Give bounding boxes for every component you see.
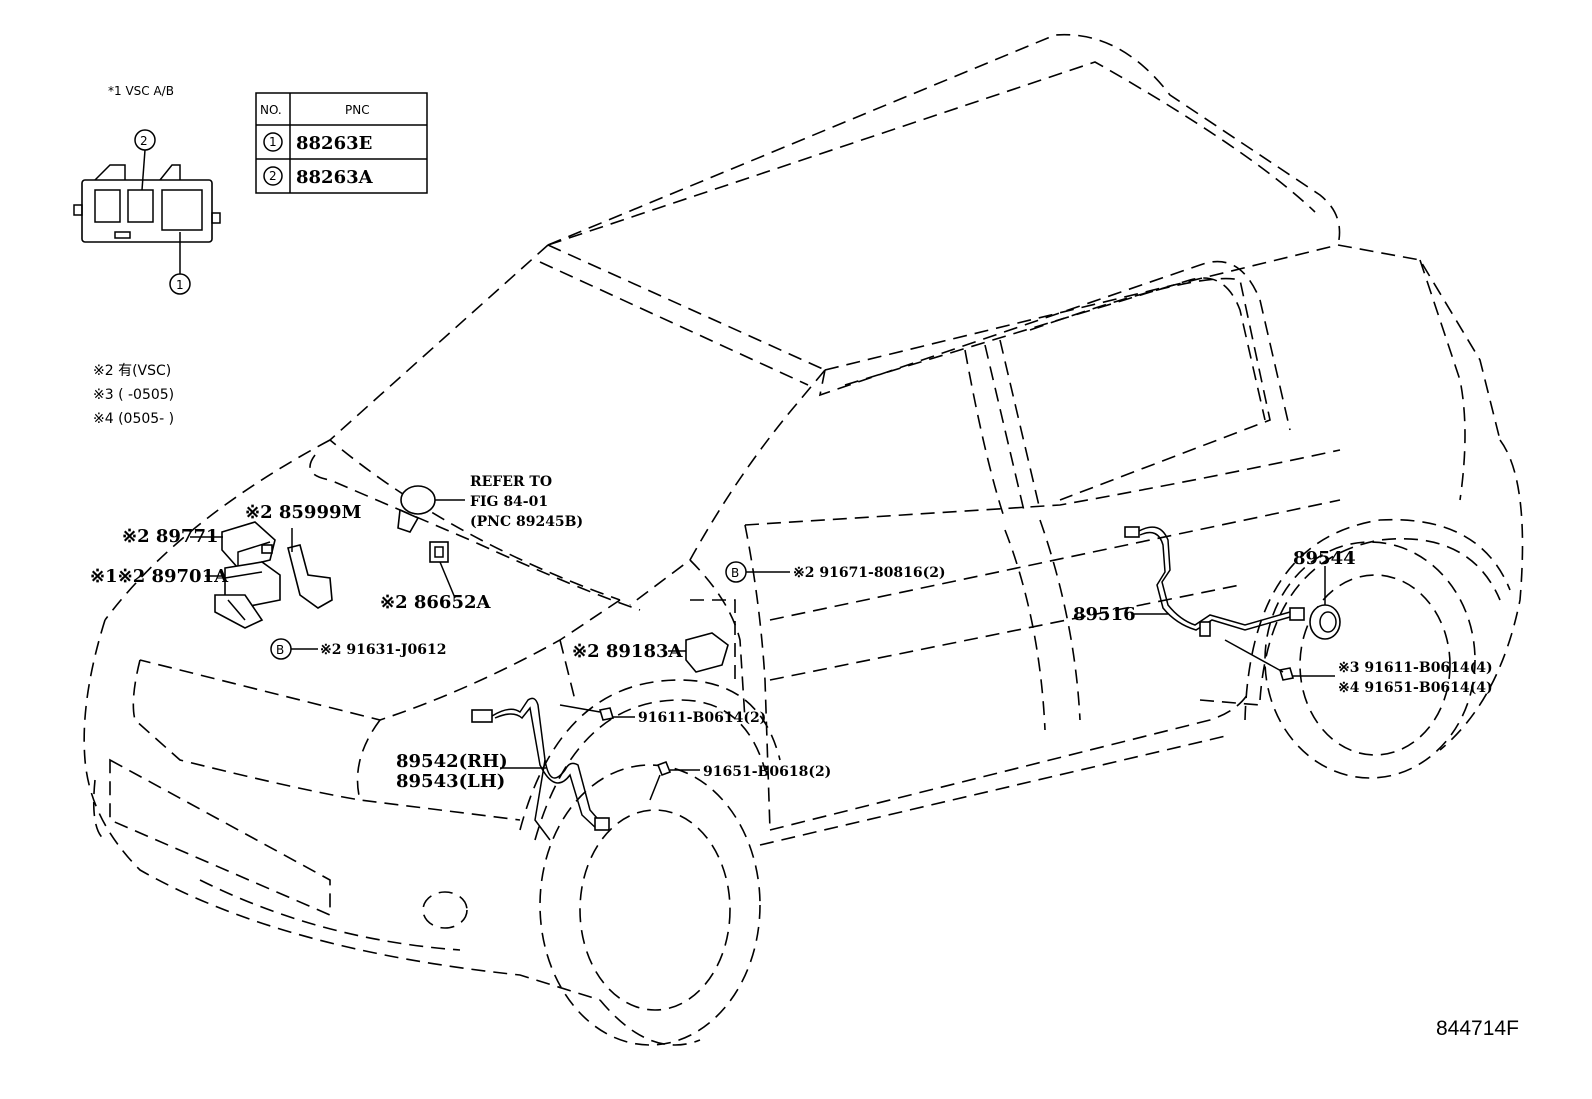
label-89183a: ※2 89183A [572, 641, 683, 662]
label-91611-b0614-front: 91611-B0614(2) [638, 710, 766, 726]
label-89544: 89544 [1293, 548, 1356, 569]
label-91631-j0612: ※2 91631-J0612 [320, 642, 446, 658]
label-86652a: ※2 86652A [380, 592, 491, 613]
label-refer-to: REFER TO [470, 474, 552, 490]
vsc-ab-inset: *1 VSC A/B 2 1 [73, 84, 221, 295]
label-91671-80816: ※2 91671-80816(2) [793, 565, 946, 581]
label-89543: 89543(LH) [396, 771, 505, 792]
car-body-outline [83, 33, 1524, 1046]
label-85999m: ※2 85999M [245, 502, 361, 523]
table-row-pnc: 88263A [296, 167, 374, 188]
table-header-no: NO. [260, 103, 282, 117]
inset-callout-2: 2 [140, 134, 148, 148]
b-mark: B [276, 643, 284, 657]
rear-sensor-parts [1124, 526, 1341, 681]
label-91611-b0614-rear: ※3 91611-B0614(4) [1338, 660, 1493, 676]
engine-bay-parts: B [190, 485, 465, 660]
table-row-no: 1 [269, 135, 277, 149]
label-89542: 89542(RH) [396, 751, 508, 772]
inset-callout-1: 1 [176, 278, 184, 292]
b-mark: B [731, 566, 739, 580]
table-row-pnc: 88263E [296, 133, 372, 154]
inset-title: *1 VSC A/B [108, 84, 174, 98]
note-line: ※3 ( -0505) [93, 387, 174, 403]
label-89771: ※2 89771 [122, 526, 219, 547]
table-header-pnc: PNC [345, 103, 370, 117]
label-89701a: ※1※2 89701A [90, 566, 229, 587]
figure-code: 844714F [1436, 1017, 1519, 1040]
note-line: ※4 (0505- ) [93, 411, 174, 427]
front-sensor-parts: B [471, 561, 790, 841]
label-refer-fig: FIG 84-01 [470, 494, 548, 510]
table-row-no: 2 [269, 169, 277, 183]
label-89516: 89516 [1073, 604, 1136, 625]
pnc-table: NO. PNC 1 88263E 2 88263A [255, 92, 428, 194]
part-labels: ※2 89771 ※1※2 89701A ※2 85999M ※2 91631-… [90, 474, 1493, 792]
label-91651-b0614-rear: ※4 91651-B0614(4) [1338, 680, 1493, 696]
label-refer-pnc: (PNC 89245B) [470, 514, 583, 530]
label-91651-b0618-front: 91651-B0618(2) [703, 764, 831, 780]
note-line: ※2 有(VSC) [93, 363, 171, 379]
notes: ※2 有(VSC) ※3 ( -0505) ※4 (0505- ) [93, 363, 174, 427]
